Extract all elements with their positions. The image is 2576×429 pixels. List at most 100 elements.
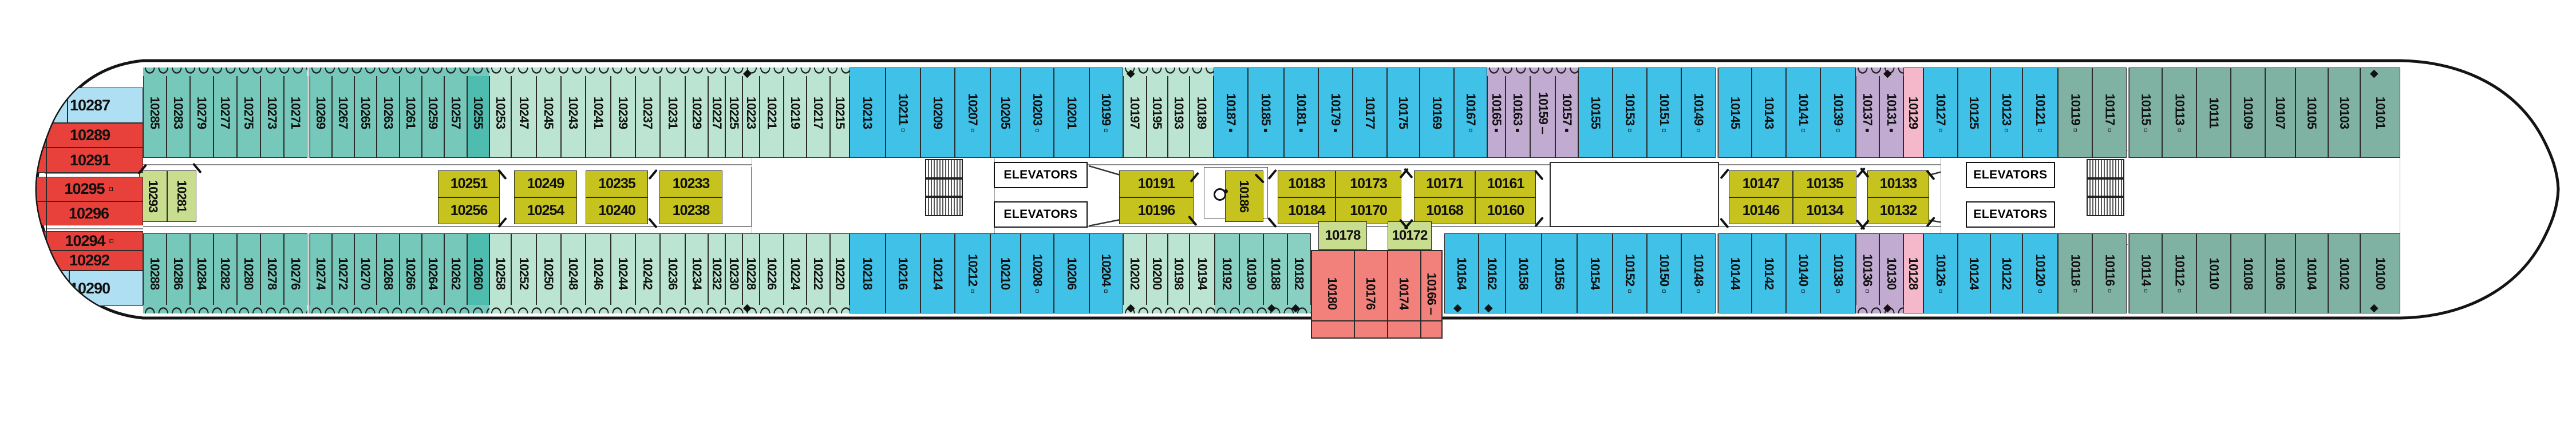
cabin-10226[interactable]: 10226	[760, 233, 784, 313]
cabin-10162[interactable]: 10162	[1479, 233, 1506, 313]
cabin-10252[interactable]: 10252	[511, 233, 536, 313]
cabin-10283[interactable]: 10283	[167, 67, 190, 158]
cabin-10241[interactable]: 10241	[586, 67, 611, 158]
cabin-10209[interactable]: 10209	[920, 67, 955, 158]
cabin-10215[interactable]: 10215	[830, 67, 850, 158]
cabin-10179[interactable]: 10179 ▪	[1318, 67, 1353, 158]
cabin-10160[interactable]: 10160	[1475, 197, 1536, 224]
cabin-10214[interactable]: 10214	[920, 233, 955, 313]
cabin-10112[interactable]: 10112 ▫	[2162, 233, 2196, 313]
cabin-10110[interactable]: 10110	[2196, 233, 2231, 313]
cabin-10187[interactable]: 10187 ▪	[1214, 67, 1248, 158]
cabin-10138[interactable]: 10138 ▫	[1820, 233, 1856, 313]
cabin-10245[interactable]: 10245	[536, 67, 561, 158]
cabin-10147[interactable]: 10147	[1729, 170, 1793, 197]
cabin-10148[interactable]: 10148 ▫	[1681, 233, 1716, 313]
cabin-10262[interactable]: 10262	[444, 233, 467, 313]
cabin-10120[interactable]: 10120 ▫	[2022, 233, 2058, 313]
cabin-10133[interactable]: 10133	[1867, 170, 1929, 197]
cabin-10221[interactable]: 10221	[760, 67, 784, 158]
cabin-10211[interactable]: 10211 ▫	[886, 67, 920, 158]
cabin-10244[interactable]: 10244	[611, 233, 635, 313]
cabin-10142[interactable]: 10142	[1752, 233, 1786, 313]
cabin-10278[interactable]: 10278	[260, 233, 284, 313]
cabin-10270[interactable]: 10270	[354, 233, 377, 313]
cabin-10207[interactable]: 10207 ▫	[955, 67, 990, 158]
cabin-10158[interactable]: 10158	[1506, 233, 1542, 313]
cabin-10240[interactable]: 10240	[586, 197, 648, 224]
cabin-10152[interactable]: 10152 ▫	[1613, 233, 1647, 313]
cabin-10263[interactable]: 10263	[377, 67, 400, 158]
cabin-10274[interactable]: 10274	[310, 233, 332, 313]
cabin-10238[interactable]: 10238	[659, 197, 722, 224]
cabin-10242[interactable]: 10242	[635, 233, 660, 313]
cabin-10141[interactable]: 10141 ▫	[1786, 67, 1820, 158]
cabin-10140[interactable]: 10140 ▫	[1786, 233, 1820, 313]
cabin-10130[interactable]: 10130	[1879, 233, 1903, 313]
cabin-10264[interactable]: 10264	[422, 233, 444, 313]
cabin-10199[interactable]: 10199 ▫	[1089, 67, 1123, 158]
cabin-10166[interactable]: 10166 ‒	[1423, 255, 1439, 332]
cabin-10118[interactable]: 10118 ▫	[2058, 233, 2092, 313]
cabin-10268[interactable]: 10268	[377, 233, 400, 313]
cabin-10101[interactable]: 10101	[2360, 67, 2400, 158]
cabin-10256[interactable]: 10256	[438, 197, 500, 224]
cabin-10197[interactable]: 10197	[1123, 67, 1147, 158]
cabin-10230[interactable]: 10230	[725, 233, 742, 313]
cabin-10168[interactable]: 10168	[1414, 197, 1475, 224]
cabin-10195[interactable]: 10195	[1147, 67, 1168, 158]
cabin-10234[interactable]: 10234	[685, 233, 708, 313]
cabin-10217[interactable]: 10217	[807, 67, 830, 158]
cabin-10271[interactable]: 10271	[284, 67, 307, 158]
cabin-10250[interactable]: 10250	[536, 233, 561, 313]
cabin-10295[interactable]: 10295 ▫	[34, 177, 143, 201]
cabin-10106[interactable]: 10106	[2265, 233, 2296, 313]
cabin-10117[interactable]: 10117 ▫	[2092, 67, 2127, 158]
cabin-10192[interactable]: 10192	[1215, 233, 1239, 313]
cabin-10205[interactable]: 10205	[990, 67, 1021, 158]
cabin-10145[interactable]: 10145	[1718, 67, 1752, 158]
cabin-10137[interactable]: 10137 ▪	[1856, 67, 1879, 158]
cabin-10281[interactable]: 10281	[167, 170, 196, 222]
cabin-10173[interactable]: 10173	[1336, 170, 1401, 197]
cabin-10248[interactable]: 10248	[561, 233, 586, 313]
cabin-10203[interactable]: 10203 ▫	[1021, 67, 1054, 158]
cabin-10236[interactable]: 10236	[660, 233, 685, 313]
cabin-10247[interactable]: 10247	[511, 67, 536, 158]
cabin-10188[interactable]: 10188	[1263, 233, 1287, 313]
cabin-10111[interactable]: 10111	[2196, 67, 2231, 158]
cabin-10157[interactable]: 10157 ▪	[1555, 67, 1578, 158]
cabin-10291[interactable]: 10291	[37, 148, 143, 173]
cabin-10293[interactable]: 10293	[139, 170, 167, 222]
cabin-10228[interactable]: 10228	[742, 233, 760, 313]
cabin-10102[interactable]: 10102	[2328, 233, 2360, 313]
cabin-10257[interactable]: 10257	[444, 67, 467, 158]
cabin-10180[interactable]: 10180	[1324, 255, 1340, 332]
cabin-10213[interactable]: 10213	[850, 67, 886, 158]
cabin-10258[interactable]: 10258	[489, 233, 511, 313]
cabin-10127[interactable]: 10127 ▫	[1923, 67, 1958, 158]
cabin-10128[interactable]: 10128	[1903, 233, 1923, 313]
cabin-10227[interactable]: 10227	[708, 67, 725, 158]
cabin-10229[interactable]: 10229	[685, 67, 708, 158]
cabin-10251[interactable]: 10251	[438, 170, 500, 197]
cabin-10235[interactable]: 10235	[586, 170, 648, 197]
cabin-10161[interactable]: 10161	[1475, 170, 1536, 197]
cabin-10225[interactable]: 10225	[725, 67, 742, 158]
cabin-10107[interactable]: 10107	[2265, 67, 2296, 158]
cabin-10286[interactable]: 10286	[167, 233, 190, 313]
cabin-10153[interactable]: 10153 ▫	[1613, 67, 1647, 158]
cabin-10164[interactable]: 10164	[1444, 233, 1479, 313]
cabin-10146[interactable]: 10146	[1729, 197, 1793, 224]
cabin-10104[interactable]: 10104	[2296, 233, 2328, 313]
cabin-10171[interactable]: 10171	[1414, 170, 1475, 197]
cabin-10246[interactable]: 10246	[586, 233, 611, 313]
cabin-10129[interactable]: 10129	[1903, 67, 1923, 158]
cabin-10113[interactable]: 10113 ▫	[2162, 67, 2196, 158]
cabin-10224[interactable]: 10224	[784, 233, 807, 313]
cabin-10121[interactable]: 10121 ▫	[2022, 67, 2058, 158]
cabin-10201[interactable]: 10201	[1054, 67, 1089, 158]
cabin-10172[interactable]: 10172	[1388, 221, 1432, 250]
cabin-10154[interactable]: 10154	[1577, 233, 1613, 313]
cabin-10125[interactable]: 10125	[1958, 67, 1990, 158]
